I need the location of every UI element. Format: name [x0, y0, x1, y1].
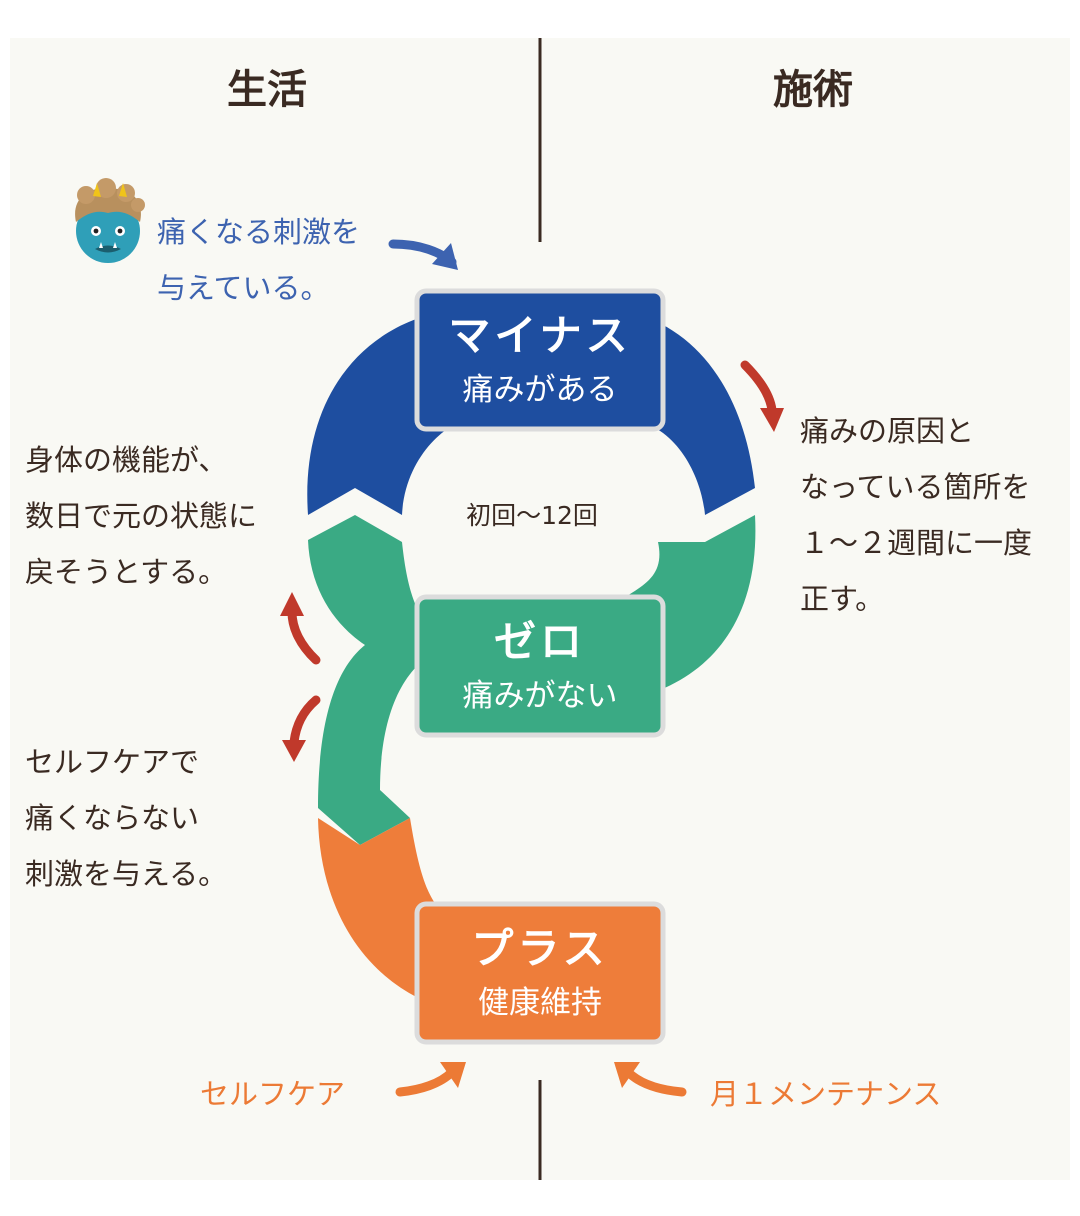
selfcare-note-arrowhead	[282, 740, 306, 762]
center-label: 初回〜12回	[466, 501, 598, 530]
selfcare-note-line-3: 刺激を与える。	[25, 857, 227, 891]
minus-state-title: マイナス	[448, 311, 631, 360]
selfcare-label: セルフケア	[200, 1077, 345, 1111]
stimulus-line-2: 与えている。	[157, 271, 330, 305]
relapse-arrowhead	[280, 592, 304, 616]
selfcare-note-line-1: セルフケアで	[25, 745, 199, 779]
plus-state-title: プラス	[471, 924, 608, 973]
stimulus-line-1: 痛くなる刺激を	[157, 215, 360, 249]
body-function-line-2: 数日で元の状態に	[25, 499, 257, 533]
maintenance-label: 月１メンテナンス	[710, 1077, 941, 1111]
selfcare-note-line-2: 痛くならない	[25, 801, 199, 835]
stimulus-arrowhead	[432, 243, 458, 270]
zero-arc-segment	[308, 515, 440, 845]
blue-oni-face-icon	[75, 178, 145, 263]
treatment-line-2: なっている箇所を	[800, 470, 1031, 504]
maintenance-arrow	[623, 1067, 687, 1097]
zero-state-box: ゼロ 痛みがない	[414, 594, 666, 738]
selfcare-note-arrow	[289, 695, 321, 747]
treatment-arrowhead	[760, 408, 784, 432]
minus-state-subtitle: 痛みがある	[463, 372, 618, 408]
selfcare-arrowhead	[440, 1062, 466, 1088]
plus-state-box: プラス 健康維持	[414, 901, 666, 1045]
column-heading-left: 生活	[227, 66, 307, 113]
treatment-line-3: １〜２週間に一度	[800, 526, 1032, 560]
zero-state-title: ゼロ	[494, 617, 586, 666]
body-function-line-1: 身体の機能が、	[25, 443, 227, 477]
zero-state-subtitle: 痛みがない	[463, 678, 618, 714]
relapse-arrow	[287, 607, 321, 665]
plus-state-subtitle: 健康維持	[478, 985, 602, 1021]
treatment-arrow	[740, 360, 777, 415]
treatment-line-4: 正す。	[800, 582, 884, 616]
treatment-line-1: 痛みの原因と	[800, 414, 974, 448]
column-heading-right: 施術	[773, 66, 853, 113]
maintenance-arrowhead	[614, 1062, 640, 1088]
selfcare-arrow	[395, 1067, 457, 1097]
minus-state-box: マイナス 痛みがある	[414, 288, 666, 432]
body-function-line-3: 戻そうとする。	[25, 555, 227, 589]
